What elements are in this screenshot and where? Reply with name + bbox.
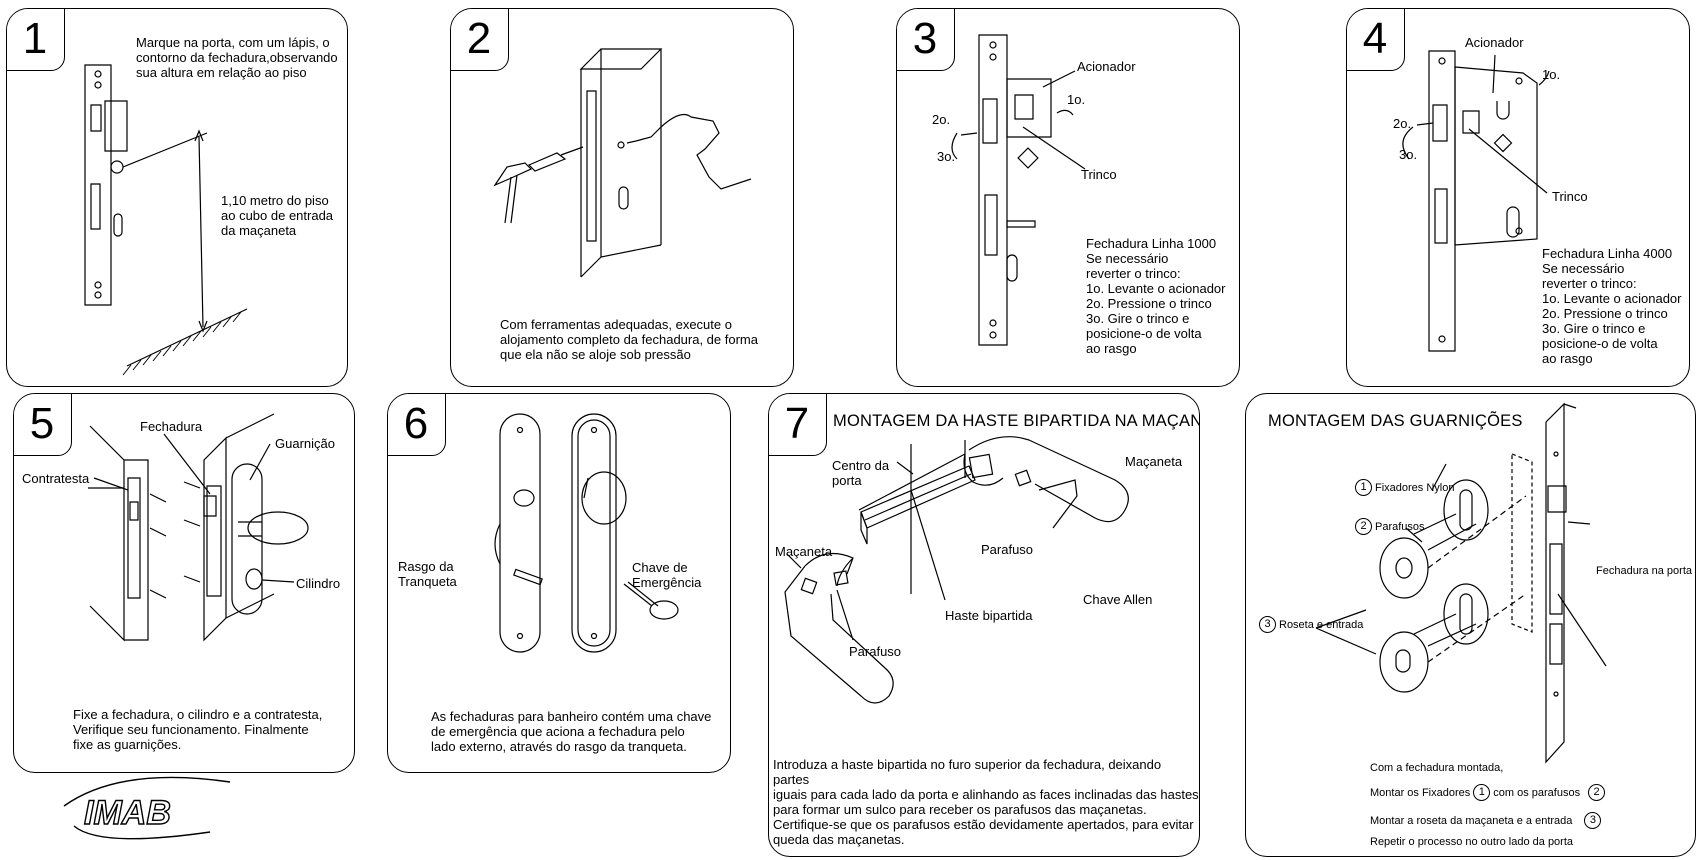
label-haste-bipartida: Haste bipartida bbox=[945, 608, 1033, 623]
label-acionador: Acionador bbox=[1465, 35, 1524, 50]
step-text: Montar a roseta da maçaneta e a entrada bbox=[1370, 814, 1573, 827]
label-step-1o: 1o. bbox=[1542, 67, 1561, 82]
step-number: 7 bbox=[769, 394, 827, 456]
panel-step-6: 6 Rasgo da Tranqueta Chave de Emergência… bbox=[387, 393, 731, 773]
panel-step-7: 7 MONTAGEM DA HASTE BIPARTIDA NA MAÇANET… bbox=[768, 393, 1200, 857]
label-macaneta-left: Maçaneta bbox=[775, 544, 833, 559]
step-text: Com a fechadura montada, bbox=[1370, 762, 1504, 774]
height-label: 1,10 metro do piso ao cubo de entrada da… bbox=[221, 193, 334, 238]
lock-marking-illustration bbox=[7, 9, 348, 387]
label-fechadura: Fechadura bbox=[140, 419, 203, 434]
callout-label: Roseta e entrada bbox=[1279, 618, 1364, 631]
label-chave-allen: Chave Allen bbox=[1083, 592, 1153, 607]
step-text: com os parafusos bbox=[1493, 786, 1581, 799]
trim-assembly-illustration bbox=[1246, 394, 1696, 857]
latch-reverse-illustration bbox=[897, 9, 1240, 387]
callout-label: Parafusos bbox=[1375, 520, 1425, 533]
label-contratesta: Contratesta bbox=[22, 471, 90, 486]
step-line-3: Montar a roseta da maçaneta e a entrada … bbox=[1370, 812, 1604, 829]
step-number: 2 bbox=[451, 9, 509, 71]
latch-reverse-illustration bbox=[1347, 9, 1690, 387]
step-line-2: Montar os Fixadores 1 com os parafusos 2 bbox=[1370, 784, 1608, 801]
callout-roseta: 3 Roseta e entrada bbox=[1256, 616, 1363, 633]
drilling-illustration bbox=[451, 9, 794, 387]
step-line-1: Com a fechadura montada, bbox=[1370, 762, 1503, 774]
callout-parafusos: 2 Parafusos bbox=[1352, 518, 1425, 535]
split-spindle-illustration bbox=[769, 394, 1200, 857]
step-text: Repetir o processo no outro lado da port… bbox=[1370, 836, 1574, 848]
step-instruction: Fechadura Linha 1000 Se necessário rever… bbox=[1086, 236, 1226, 356]
callout-ref: 3 bbox=[1584, 812, 1602, 829]
callout-ref: 2 bbox=[1588, 784, 1606, 801]
step-line-4: Repetir o processo no outro lado da port… bbox=[1370, 836, 1573, 848]
label-step-3o: 3o. bbox=[1399, 147, 1418, 162]
label-step-2o: 2o. bbox=[1393, 116, 1412, 131]
label-macaneta-right: Maçaneta bbox=[1125, 454, 1183, 469]
bathroom-trim-illustration bbox=[388, 394, 731, 773]
label-rasgo-tranqueta: Rasgo da Tranqueta bbox=[398, 559, 457, 589]
label-parafuso-left: Parafuso bbox=[849, 644, 902, 659]
step-number: 3 bbox=[897, 9, 955, 71]
label-step-2o: 2o. bbox=[932, 112, 951, 127]
panel-step-2: 2 Com ferramentas adequadas, execute o a… bbox=[450, 8, 794, 387]
step-instruction: Fixe a fechadura, o cilindro e a contrat… bbox=[73, 707, 323, 752]
label-chave-emergencia: Chave de Emergência bbox=[632, 560, 702, 590]
callout-number: 3 bbox=[1259, 616, 1276, 633]
panel-heading: MONTAGEM DA HASTE BIPARTIDA NA MAÇANETA bbox=[833, 412, 1200, 430]
step-number: 6 bbox=[388, 394, 446, 456]
panel-step-4: 4 Acionador 1o. 2o. 3o. Trinco Fechadura… bbox=[1346, 8, 1690, 387]
step-instruction: Com ferramentas adequadas, execute o alo… bbox=[500, 317, 758, 362]
label-fechadura-porta: Fechadura na porta bbox=[1596, 565, 1693, 577]
step-number: 4 bbox=[1347, 9, 1405, 71]
step-number: 1 bbox=[7, 9, 65, 71]
label-acionador: Acionador bbox=[1077, 59, 1136, 74]
step-instruction: Introduza a haste bipartida no furo supe… bbox=[773, 757, 1199, 847]
installation-illustration bbox=[14, 394, 355, 773]
panel-step-5: 5 Fechadura Guarnição Contratesta Cilind… bbox=[13, 393, 355, 773]
panel-step-3: 3 Acionador 1o. 2o. 3o. Trinco Fechadura… bbox=[896, 8, 1240, 387]
label-step-1o: 1o. bbox=[1067, 92, 1086, 107]
label-centro-porta: Centro da porta bbox=[832, 458, 890, 488]
logo-swoosh-icon: IMAB bbox=[60, 772, 238, 844]
panel-heading: MONTAGEM DAS GUARNIÇÕES bbox=[1268, 412, 1523, 430]
step-instruction: Marque na porta, com um lápis, o contorn… bbox=[136, 35, 338, 80]
callout-ref: 1 bbox=[1473, 784, 1491, 801]
step-instruction: As fechaduras para banheiro contém uma c… bbox=[431, 709, 712, 754]
step-instruction: Fechadura Linha 4000 Se necessário rever… bbox=[1542, 246, 1682, 366]
label-step-3o: 3o. bbox=[937, 149, 956, 164]
panel-step-1: 1 Marque na porta, com um lápis, o conto… bbox=[6, 8, 348, 387]
label-cilindro: Cilindro bbox=[296, 576, 341, 591]
label-trinco: Trinco bbox=[1552, 189, 1588, 204]
label-guarnicao: Guarnição bbox=[275, 436, 335, 451]
callout-number: 2 bbox=[1355, 518, 1372, 535]
step-text: Montar os Fixadores bbox=[1370, 786, 1471, 799]
callout-number: 1 bbox=[1355, 479, 1372, 496]
panel-trim-assembly: MONTAGEM DAS GUARNIÇÕES 1 Fixadores Nylo… bbox=[1245, 393, 1696, 857]
step-number: 5 bbox=[14, 394, 72, 456]
label-trinco: Trinco bbox=[1081, 167, 1117, 182]
logo-text: IMAB bbox=[84, 794, 171, 832]
imab-logo: IMAB bbox=[60, 772, 238, 844]
label-parafuso-right: Parafuso bbox=[981, 542, 1034, 557]
